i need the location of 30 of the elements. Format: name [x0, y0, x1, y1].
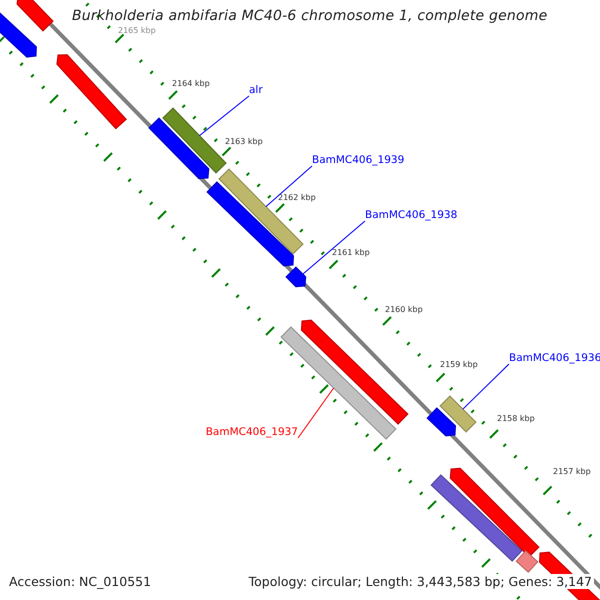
gene-feature: [56, 54, 127, 130]
gene-feature: [148, 117, 210, 180]
genome-info-text: Topology: circular; Length: 3,443,583 bp; Genes: 3,147: [246, 574, 594, 589]
gene-feature: [0, 12, 37, 58]
scale-label: 2159 kbp: [440, 360, 478, 370]
leader-line: [199, 96, 250, 136]
scale-label: 2163 kbp: [225, 137, 263, 147]
gene-feature: [285, 266, 306, 288]
gene-label: alr: [249, 84, 263, 96]
gene-label: BamMC406_1939: [312, 154, 404, 166]
scale-label: 2164 kbp: [172, 79, 210, 89]
leader-line: [302, 220, 366, 275]
gene-label: BamMC406_1938: [365, 209, 458, 221]
gene-feature: [162, 107, 227, 174]
gene-feature: [16, 0, 54, 32]
scale-label: 2157 kbp: [553, 467, 591, 477]
gene-feature: [450, 468, 540, 558]
scale-label: 2165 kbp: [118, 26, 156, 36]
gene-label: BamMC406_1937: [206, 426, 298, 438]
scale-label: 2161 kbp: [332, 248, 370, 258]
gene-feature: [439, 395, 477, 433]
gene-feature: [430, 474, 522, 562]
gene-feature: [300, 320, 409, 425]
scale-label: 2158 kbp: [497, 414, 535, 424]
leader-line: [298, 388, 334, 438]
map-title: Burkholderia ambifaria MC40-6 chromosome 1, complete genome: [72, 8, 548, 25]
leader-line: [265, 166, 312, 208]
scale-label: 2160 kbp: [385, 305, 423, 315]
scale-label: 2162 kbp: [278, 193, 316, 203]
gene-feature: [426, 407, 456, 436]
